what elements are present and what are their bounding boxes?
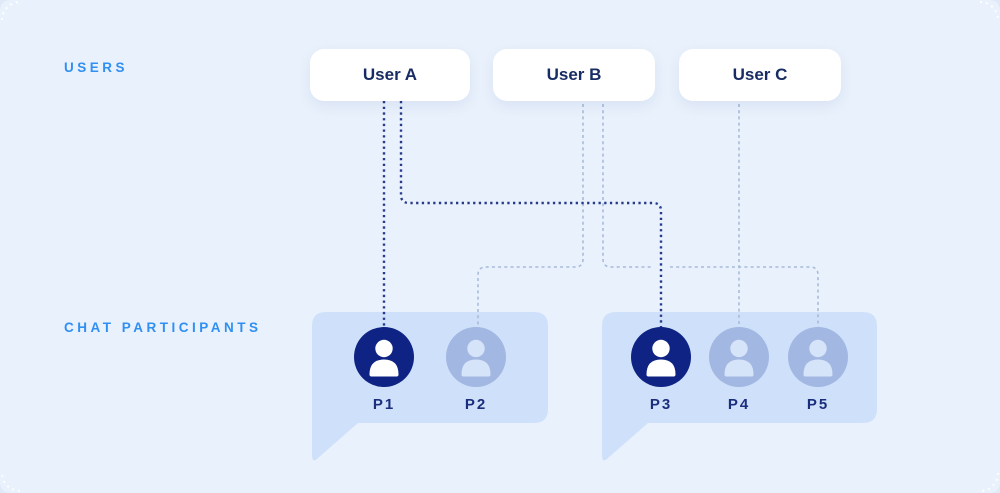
user-b-label: User B: [546, 65, 602, 84]
person-icon: [788, 327, 848, 387]
participant-label-p3: P3: [649, 396, 673, 413]
participants-section-label: CHAT PARTICIPANTS: [64, 320, 262, 335]
participant-avatar-p3: [631, 327, 691, 387]
person-icon: [631, 327, 691, 387]
corner-arc-bottom-left: [0, 472, 21, 493]
connector-userB-p5: [602, 104, 819, 331]
user-node-c: User C: [679, 49, 841, 101]
participant-avatar-p4: [709, 327, 769, 387]
connector-userA-p3: [399, 101, 663, 331]
participant-avatar-p2: [446, 327, 506, 387]
users-section-label: USERS: [64, 60, 129, 75]
user-c-label: User C: [732, 65, 788, 84]
person-icon: [354, 327, 414, 387]
user-a-label: User A: [362, 65, 418, 84]
connector-userB-p2: [477, 104, 584, 331]
corner-arc-top-left: [0, 0, 21, 21]
participant-label-p2: P2: [464, 396, 488, 413]
participant-label-p5: P5: [806, 396, 830, 413]
corner-arc-bottom-right: [979, 472, 1000, 493]
user-node-b: User B: [493, 49, 655, 101]
person-icon: [709, 327, 769, 387]
participant-label-p4: P4: [727, 396, 751, 413]
chat-bubble-1: [312, 312, 548, 461]
user-node-a: User A: [310, 49, 470, 101]
participant-avatar-p5: [788, 327, 848, 387]
corner-arc-top-right: [979, 0, 1000, 21]
participant-avatar-p1: [354, 327, 414, 387]
person-icon: [446, 327, 506, 387]
participant-label-p1: P1: [372, 396, 396, 413]
